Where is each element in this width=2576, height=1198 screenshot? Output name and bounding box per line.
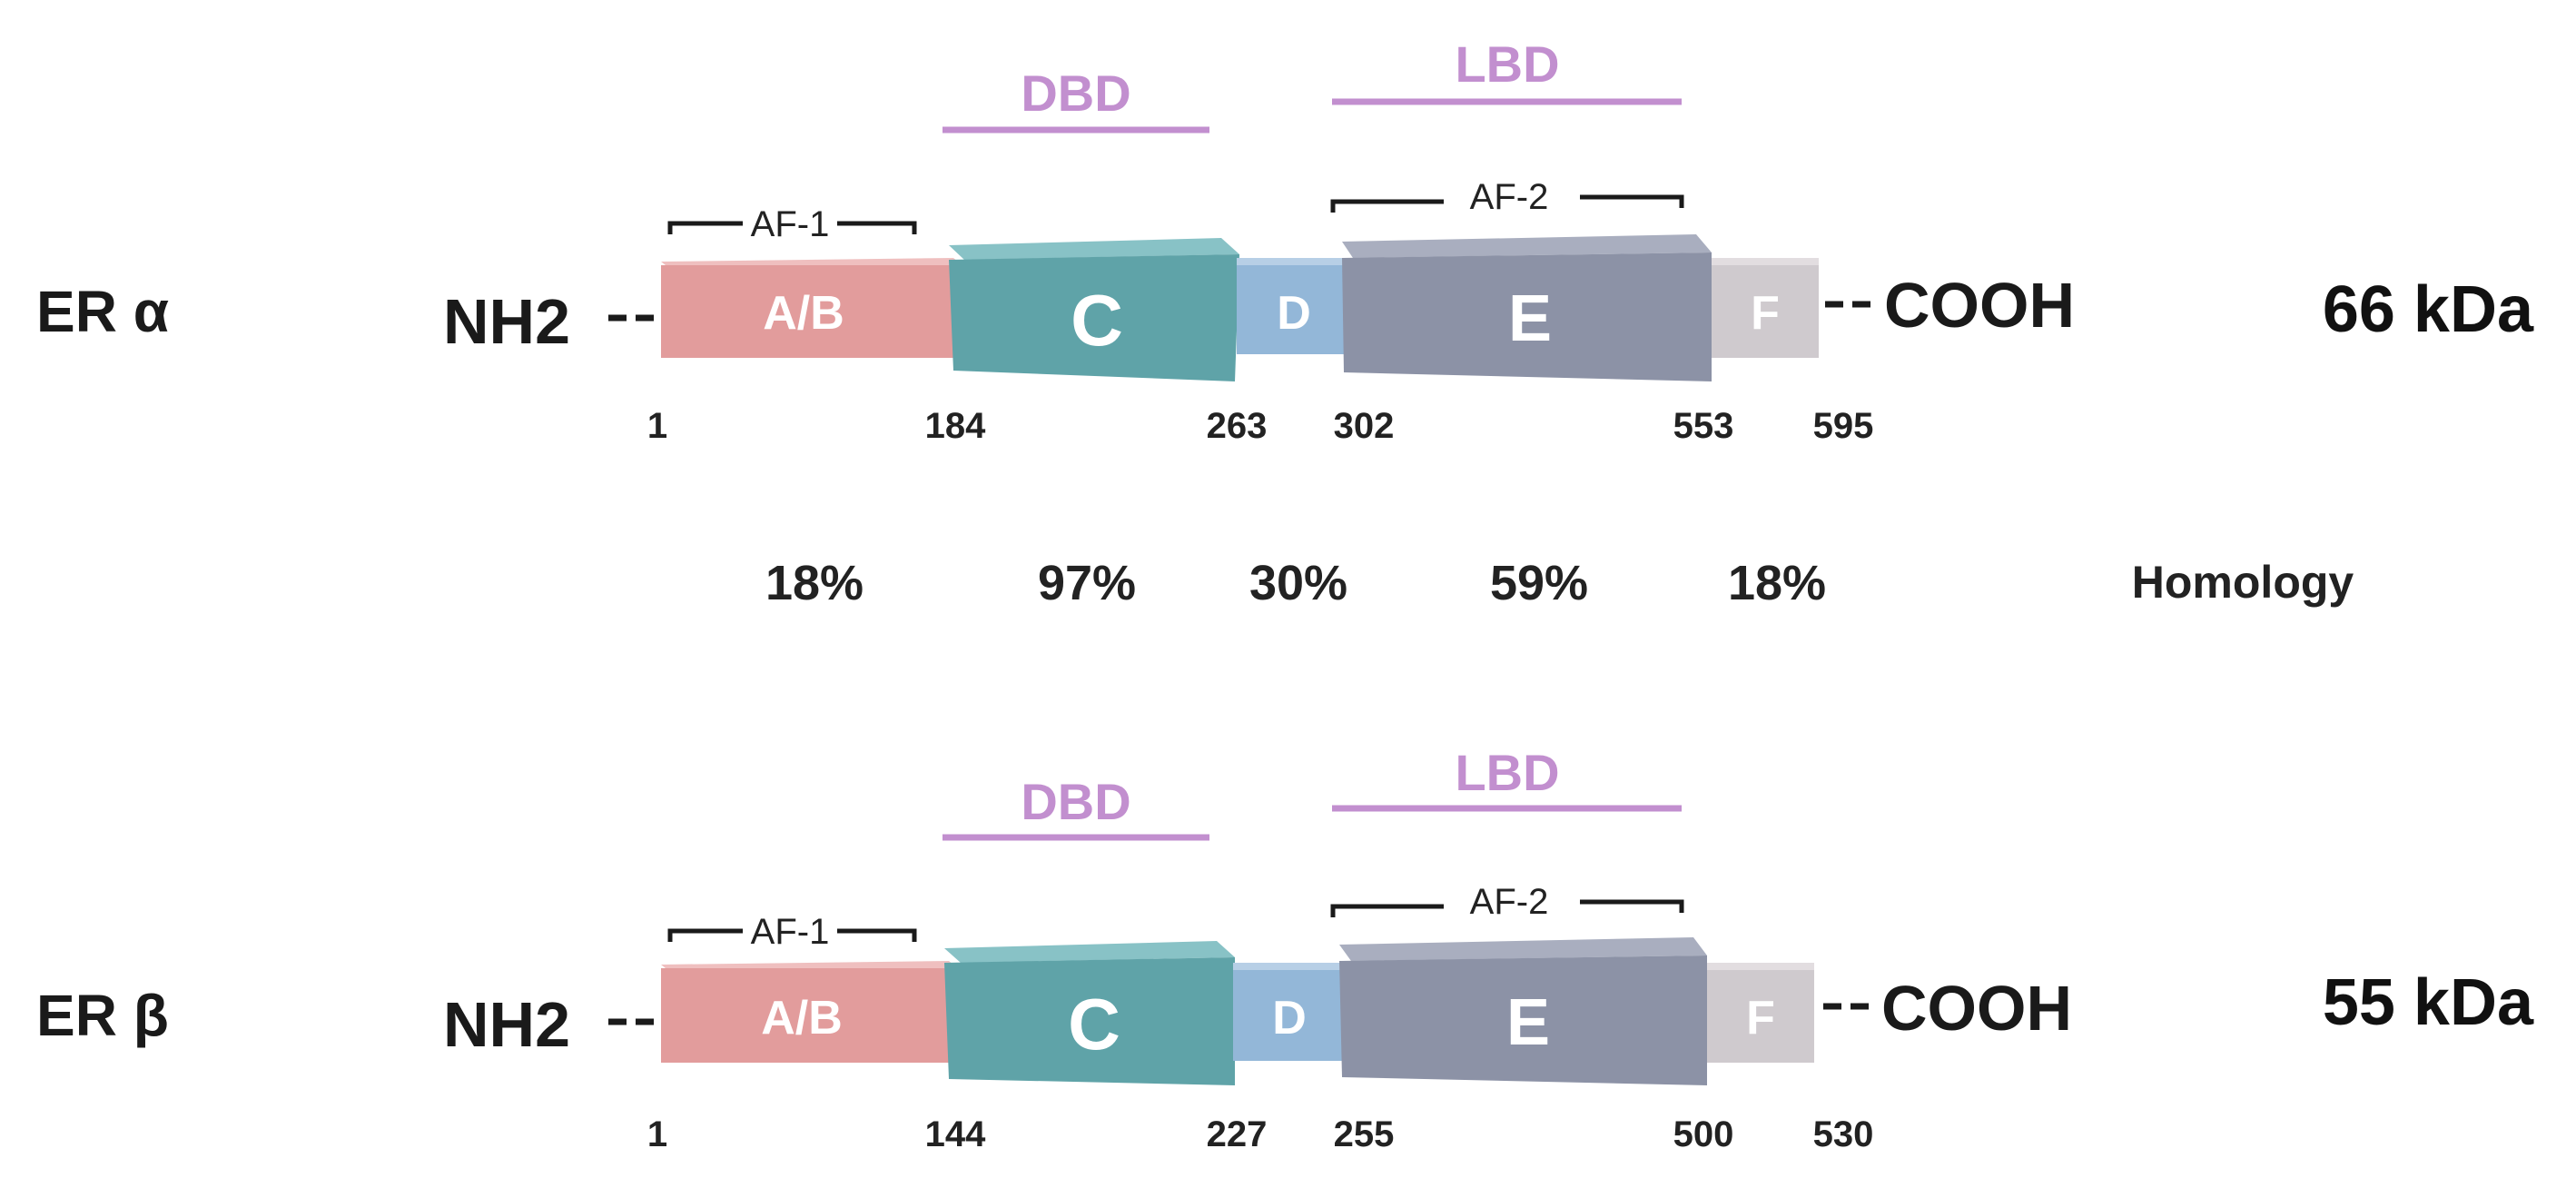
position-label: 184 xyxy=(925,406,986,446)
segment-d-label: D xyxy=(1277,287,1311,340)
af1-bracket-line-right xyxy=(837,221,917,234)
af2-label: AF-2 xyxy=(1470,882,1549,922)
af1-bracket: AF-1 xyxy=(667,204,917,244)
segment-e-body xyxy=(1339,955,1707,1085)
position-label: 302 xyxy=(1334,406,1395,446)
domain-dbd: DBD xyxy=(943,773,1209,841)
homology-row: 18% 97% 30% 59% 18% Homology xyxy=(765,556,2354,610)
segment-d-top xyxy=(1233,963,1351,970)
segment-f: F xyxy=(1707,963,1814,1063)
segment-ab-body xyxy=(661,265,962,358)
segment-e: E xyxy=(1342,234,1712,381)
af1-bracket-line-left xyxy=(667,221,743,234)
segment-f-label: F xyxy=(1751,287,1780,340)
segment-d: D xyxy=(1237,258,1355,354)
homology-value: 97% xyxy=(1038,556,1136,610)
af1-label: AF-1 xyxy=(751,912,830,952)
af1-bracket-line-left xyxy=(667,928,743,942)
segment-f-top xyxy=(1712,258,1819,265)
homology-value: 30% xyxy=(1249,556,1347,610)
segment-c-body xyxy=(944,957,1235,1085)
segment-c-top xyxy=(949,238,1239,260)
segment-e: E xyxy=(1339,937,1707,1085)
homology-label: Homology xyxy=(2132,557,2354,608)
segment-c: C xyxy=(949,238,1239,381)
position-label: 1 xyxy=(647,1114,667,1154)
segment-c: C xyxy=(944,941,1235,1085)
domain-lbd: LBD xyxy=(1332,35,1682,105)
n-terminus-label: NH2 xyxy=(443,286,570,357)
af2-bracket-line-right xyxy=(1580,194,1684,208)
segment-d-top xyxy=(1237,258,1355,265)
af2-bracket-line-left xyxy=(1330,199,1444,213)
position-label: 263 xyxy=(1207,406,1268,446)
segment-d: D xyxy=(1233,963,1351,1061)
position-label: 553 xyxy=(1673,406,1734,446)
segment-e-top xyxy=(1339,937,1707,961)
segment-c-body xyxy=(949,254,1239,381)
af1-label: AF-1 xyxy=(751,204,830,244)
receptor-name: ER β xyxy=(36,983,169,1048)
residue-positions: 1 184 263 302 553 595 xyxy=(647,406,1874,446)
segment-e-body xyxy=(1342,252,1712,381)
af1-bracket-line-right xyxy=(837,928,917,942)
segment-c-label: C xyxy=(1068,984,1120,1064)
af1-bracket: AF-1 xyxy=(667,912,917,952)
position-label: 144 xyxy=(925,1114,986,1154)
segment-f-body xyxy=(1707,968,1814,1063)
segment-ab-body xyxy=(661,968,958,1063)
n-terminus-label: NH2 xyxy=(443,989,570,1060)
af2-bracket-line-right xyxy=(1580,899,1684,913)
domain-lbd-label: LBD xyxy=(1455,35,1559,93)
c-terminus-label: COOH xyxy=(1884,270,2075,341)
af2-bracket: AF-2 xyxy=(1330,177,1684,217)
segment-ab: A/B xyxy=(661,258,962,358)
segment-f-body xyxy=(1712,263,1819,358)
c-terminus-label: COOH xyxy=(1881,973,2072,1044)
segment-d-body xyxy=(1233,968,1351,1061)
af2-bracket-line-left xyxy=(1330,904,1444,917)
segment-ab-label: A/B xyxy=(763,287,844,340)
domain-dbd: DBD xyxy=(943,64,1209,134)
af2-bracket: AF-2 xyxy=(1330,882,1684,922)
segment-c-label: C xyxy=(1071,280,1123,361)
domain-lbd: LBD xyxy=(1332,744,1682,812)
homology-value: 18% xyxy=(765,556,864,610)
segment-e-label: E xyxy=(1506,986,1550,1059)
position-label: 530 xyxy=(1813,1114,1874,1154)
receptor-er-alpha: ER α 66 kDa NH2 A/B C D E xyxy=(36,35,2534,446)
residue-positions: 1 144 227 255 500 530 xyxy=(647,1114,1874,1154)
segment-e-top xyxy=(1342,234,1712,258)
receptor-mass: 66 kDa xyxy=(2323,273,2534,346)
segment-d-label: D xyxy=(1272,992,1307,1045)
segment-c-top xyxy=(944,941,1235,963)
segment-f: F xyxy=(1712,258,1819,358)
position-label: 500 xyxy=(1673,1114,1734,1154)
domain-dbd-label: DBD xyxy=(1021,773,1130,830)
position-label: 595 xyxy=(1813,406,1874,446)
segment-f-top xyxy=(1707,963,1814,970)
receptor-er-beta: ER β 55 kDa NH2 A/B C D E xyxy=(36,744,2534,1154)
position-label: 1 xyxy=(647,406,667,446)
domain-dbd-label: DBD xyxy=(1021,64,1130,122)
homology-value: 18% xyxy=(1728,556,1826,610)
segment-ab-label: A/B xyxy=(761,992,843,1045)
domain-lbd-label: LBD xyxy=(1455,744,1559,801)
receptor-name: ER α xyxy=(36,279,169,344)
segment-e-label: E xyxy=(1508,282,1552,355)
segment-f-label: F xyxy=(1746,992,1775,1045)
segment-ab: A/B xyxy=(661,961,958,1063)
segment-d-body xyxy=(1237,263,1355,354)
receptor-mass: 55 kDa xyxy=(2323,966,2534,1039)
position-label: 255 xyxy=(1334,1114,1395,1154)
position-label: 227 xyxy=(1207,1114,1268,1154)
af2-label: AF-2 xyxy=(1470,177,1549,217)
homology-value: 59% xyxy=(1490,556,1588,610)
